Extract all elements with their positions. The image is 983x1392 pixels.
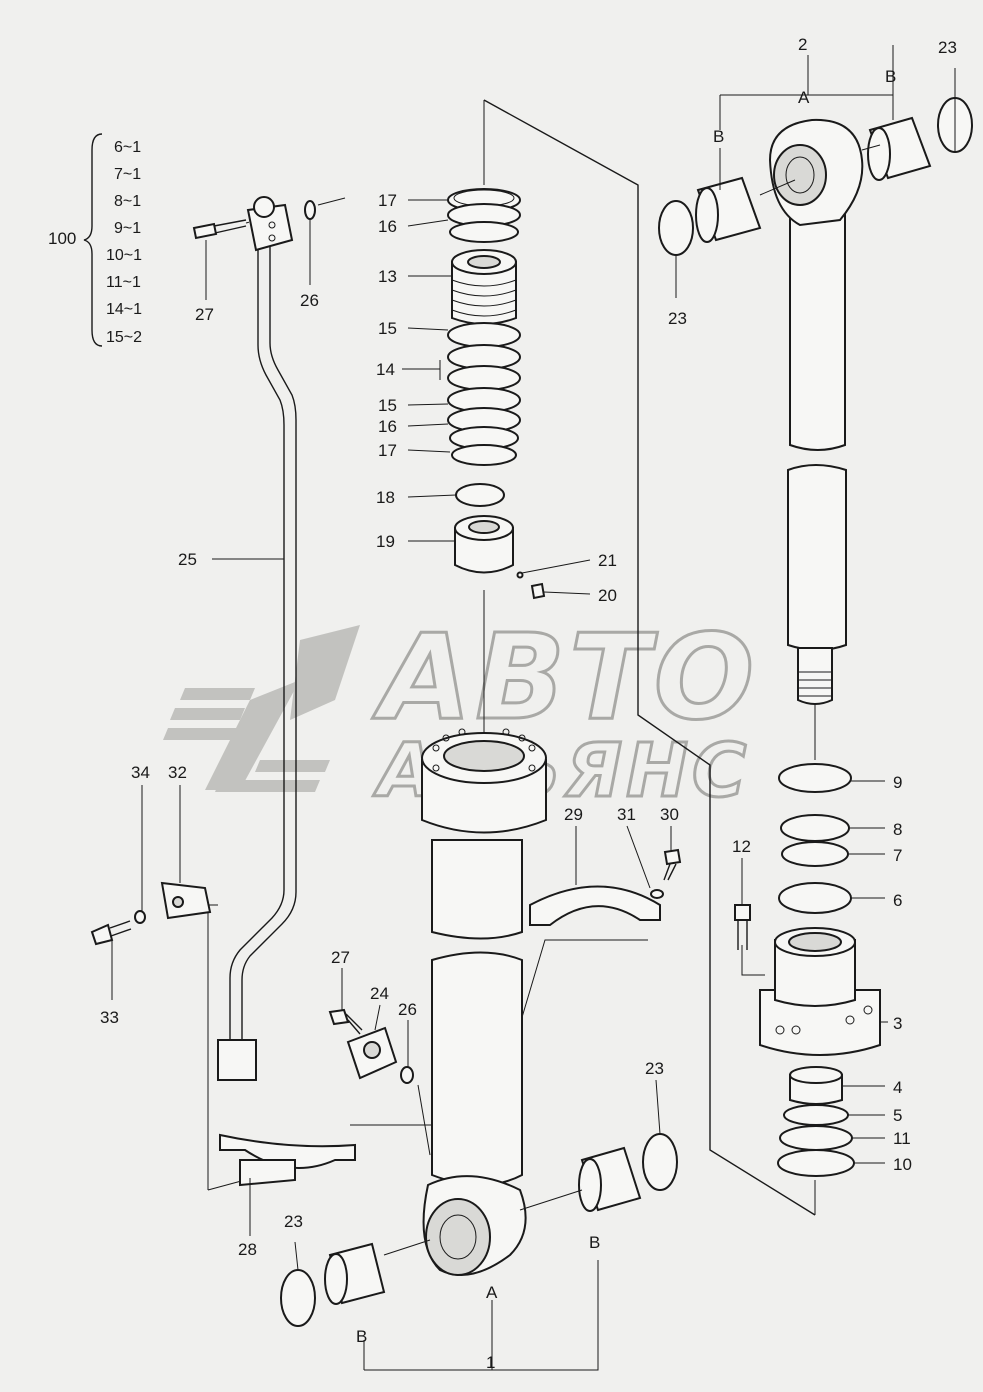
tube-fitting-nut: [217, 1039, 257, 1081]
label-23-top-right: 23: [938, 38, 957, 57]
label-27-bottom: 27: [331, 948, 350, 967]
hydraulic-tube: [217, 196, 297, 1081]
label-23-bottom-left: 23: [284, 1212, 303, 1231]
rod-assembly: [658, 97, 973, 705]
label-28: 28: [238, 1240, 257, 1259]
label-25: 25: [178, 550, 197, 569]
label-B-top-right: B: [885, 67, 896, 86]
label-26-bottom: 26: [398, 1000, 417, 1019]
label-20: 20: [598, 586, 617, 605]
kit-list: 100 6~1 7~1 8~1 9~1 10~1 11~1 14~1 15~2: [48, 133, 142, 347]
label-23-bottom-right: 23: [645, 1059, 664, 1078]
label-1: 1: [486, 1353, 495, 1372]
label-15-top: 15: [378, 319, 397, 338]
label-7: 7: [893, 846, 902, 865]
kit-item: 7~1: [114, 166, 141, 183]
label-34: 34: [131, 763, 150, 782]
label-31: 31: [617, 805, 636, 824]
label-15-bottom: 15: [378, 396, 397, 415]
kit-item: 11~1: [106, 274, 141, 291]
cylinder-tube: [280, 728, 678, 1327]
kit-item: 6~1: [114, 139, 141, 156]
label-27-top: 27: [195, 305, 214, 324]
label-10: 10: [893, 1155, 912, 1174]
label-9: 9: [893, 773, 902, 792]
label-16-top: 16: [378, 217, 397, 236]
kit-item: 10~1: [106, 247, 142, 264]
label-leaders: [111, 68, 956, 1271]
label-B-bottom-left: B: [356, 1327, 367, 1346]
label-A-bottom: A: [486, 1283, 498, 1302]
gland-stack: [734, 763, 881, 1177]
label-11: 11: [893, 1129, 911, 1148]
kit-item: 8~1: [114, 193, 141, 210]
o-ring-26-top: [304, 200, 316, 220]
label-16-bottom: 16: [378, 417, 397, 436]
label-26-top: 26: [300, 291, 319, 310]
label-12: 12: [732, 837, 751, 856]
label-17-bottom: 17: [378, 441, 397, 460]
kit-item: 15~2: [106, 329, 142, 346]
label-2: 2: [798, 35, 807, 54]
part-labels: 17 16 13 15 14 15 16 17 18 19 21 20 27 2…: [100, 35, 957, 1372]
label-5: 5: [893, 1106, 902, 1125]
label-33: 33: [100, 1008, 119, 1027]
label-30: 30: [660, 805, 679, 824]
label-24: 24: [370, 984, 389, 1003]
kit-number: 100: [48, 229, 76, 248]
label-32: 32: [168, 763, 187, 782]
clamps: [219, 848, 682, 1187]
label-6: 6: [893, 891, 902, 910]
watermark: АВТО АЛЬЯНС: [163, 607, 758, 816]
label-8: 8: [893, 820, 902, 839]
kit-item: 14~1: [106, 301, 142, 318]
kit-item: 9~1: [114, 220, 141, 237]
bolt-27-top: [192, 219, 251, 240]
label-4: 4: [893, 1078, 902, 1097]
label-29: 29: [564, 805, 583, 824]
label-B-bottom-right: B: [589, 1233, 600, 1252]
label-14: 14: [376, 360, 395, 379]
label-19: 19: [376, 532, 395, 551]
watermark-logo-stripes: [163, 625, 360, 792]
label-13: 13: [378, 267, 397, 286]
watermark-line-1: АВТО: [372, 608, 758, 746]
label-23-top-left: 23: [668, 309, 687, 328]
label-18: 18: [376, 488, 395, 507]
label-3: 3: [893, 1014, 902, 1033]
piston-seal-stack: [447, 188, 546, 600]
label-B-top-left: B: [713, 127, 724, 146]
label-A-top: A: [798, 88, 810, 107]
bracket-assembly: [90, 881, 212, 946]
lower-flange: [328, 1008, 414, 1084]
kit-brace: [83, 133, 103, 347]
label-21: 21: [598, 551, 617, 570]
label-17-top: 17: [378, 191, 397, 210]
